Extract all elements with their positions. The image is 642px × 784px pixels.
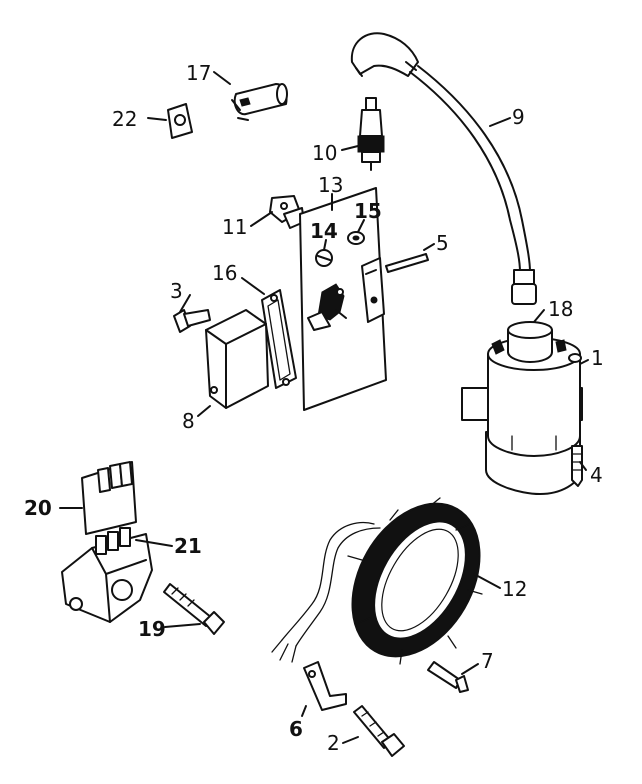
nut — [568, 353, 582, 363]
stator-screw — [427, 661, 469, 693]
callout-13: 13 — [318, 173, 343, 197]
callout-15: 15 — [354, 199, 382, 223]
clamp — [269, 195, 305, 229]
callout-21: 21 — [174, 534, 202, 558]
callout-10: 10 — [312, 141, 337, 165]
callout-3: 3 — [170, 279, 183, 303]
regulator-bolt — [163, 583, 225, 635]
stator-bolt — [353, 705, 405, 757]
stator-wiring — [271, 521, 381, 663]
callout-20: 20 — [24, 496, 52, 520]
screw — [173, 309, 211, 333]
callout-11: 11 — [222, 215, 247, 239]
callout-14: 14 — [310, 219, 338, 243]
spark-plug-cap-and-ht-lead — [350, 32, 537, 305]
coil-bolt — [571, 445, 583, 487]
spark-plug — [357, 97, 385, 171]
callout-9: 9 — [512, 105, 525, 129]
breaker-base-plate — [299, 187, 387, 411]
callout-2: 2 — [327, 731, 340, 755]
callout-5: 5 — [436, 231, 449, 255]
callout-17: 17 — [186, 61, 211, 85]
callout-1: 1 — [591, 346, 604, 370]
callout-16: 16 — [212, 261, 237, 285]
ground-strap — [303, 661, 347, 711]
breaker-cover — [205, 309, 269, 409]
callout-7: 7 — [481, 649, 494, 673]
callout-18: 18 — [548, 297, 573, 321]
condenser — [231, 83, 288, 121]
gasket — [261, 289, 297, 389]
rectifier — [81, 461, 137, 535]
leader-lines — [59, 71, 589, 744]
callout-4: 4 — [590, 463, 603, 487]
callout-8: 8 — [182, 409, 195, 433]
regulator — [61, 527, 153, 623]
clip — [167, 103, 193, 139]
callout-19: 19 — [138, 617, 166, 641]
callout-6: 6 — [289, 717, 303, 741]
pin — [385, 253, 429, 273]
stator — [347, 497, 483, 665]
callout-22: 22 — [112, 107, 137, 131]
callout-12: 12 — [502, 577, 527, 601]
ignition-coil — [461, 321, 583, 495]
callout-labels: 1 2 3 4 5 6 7 8 9 10 11 12 13 14 15 16 1… — [24, 61, 604, 755]
